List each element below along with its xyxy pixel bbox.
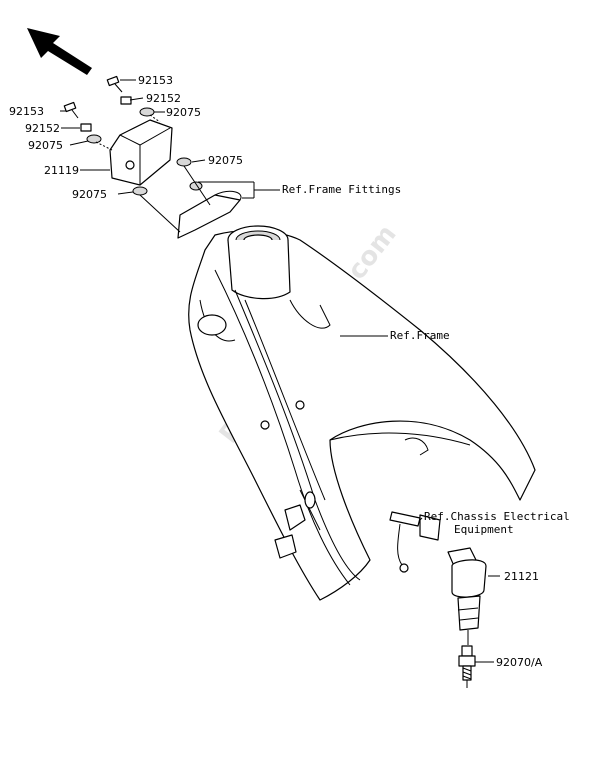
- front-direction-arrow-icon: [27, 28, 92, 75]
- grommet-right: [176, 157, 192, 167]
- label-ref-frame: Ref.Frame: [390, 329, 450, 342]
- harness-wire: [389, 511, 421, 527]
- grommet-left: [86, 134, 102, 144]
- harness-connector: [419, 514, 441, 541]
- bolt-top: [106, 75, 123, 93]
- label-ref-chassis-line1: Ref.Chassis Electrical: [424, 510, 570, 523]
- label-collar-left: 92152: [25, 122, 60, 135]
- collar-left: [80, 123, 92, 132]
- label-bolt-left: 92153: [9, 105, 44, 118]
- label-ecu: 21119: [44, 164, 79, 177]
- grommet-bottom: [132, 186, 148, 196]
- label-grommet-right: 92075: [208, 154, 243, 167]
- ignition-coil-body: [451, 559, 487, 598]
- ignition-system: [389, 511, 487, 688]
- ecu-unit: [109, 119, 173, 186]
- label-ignition-coil: 21121: [504, 570, 539, 583]
- label-grommet-left: 92075: [28, 139, 63, 152]
- label-ref-frame-fittings: Ref.Frame Fittings: [282, 183, 401, 196]
- leader-lines: [60, 79, 500, 663]
- label-grommet-top: 92075: [166, 106, 201, 119]
- frame: [188, 225, 536, 601]
- bolt-left: [63, 101, 79, 119]
- ecu-assembly: [63, 75, 242, 239]
- label-ref-chassis-line2: Equipment: [454, 523, 514, 536]
- label-collar-top: 92152: [146, 92, 181, 105]
- label-bolt-top: 92153: [138, 74, 173, 87]
- spark-plug: [458, 645, 476, 688]
- ignition-coil-tube: [457, 595, 481, 631]
- grommet-top: [139, 107, 155, 117]
- label-spark-plug: 92070/A: [496, 656, 543, 669]
- collar-top: [120, 96, 132, 105]
- label-grommet-bottom: 92075: [72, 188, 107, 201]
